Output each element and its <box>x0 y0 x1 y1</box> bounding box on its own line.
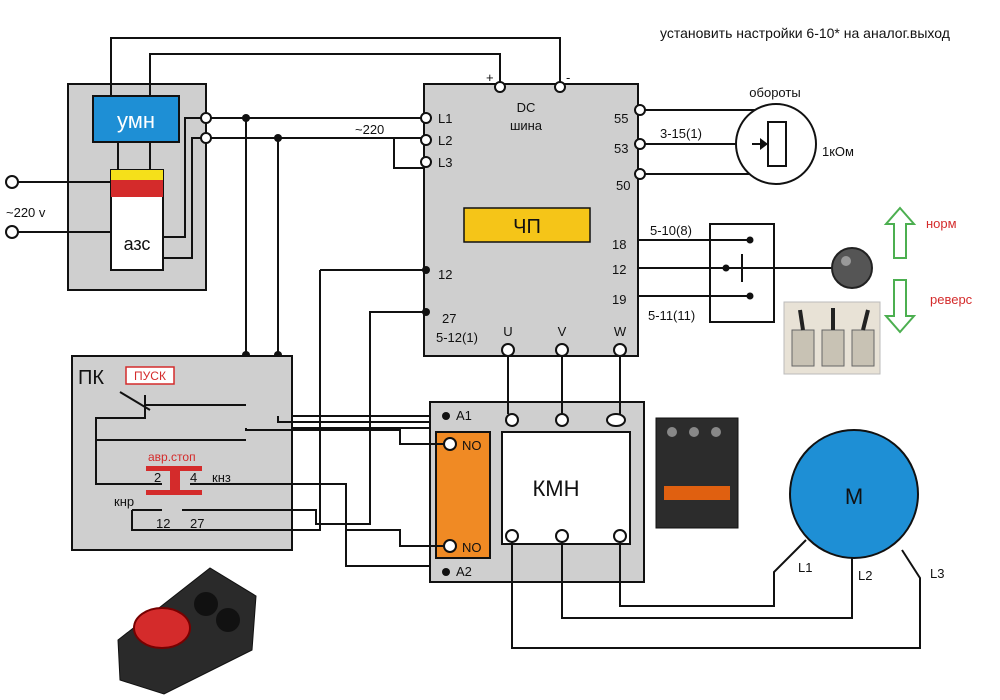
kmn-out-3 <box>613 529 627 543</box>
panel-out-1 <box>200 112 212 124</box>
arrow-down-icon <box>883 279 917 334</box>
forward-label: норм <box>926 216 957 231</box>
terminal-55-label: 55 <box>614 111 628 126</box>
terminal-19-label: 19 <box>612 292 626 307</box>
estop-label: авр.стоп <box>148 450 196 464</box>
no-bottom-terminal <box>443 539 457 553</box>
pk-title: ПК <box>78 367 104 389</box>
dc-plus-terminal <box>494 81 506 93</box>
pk-term-2: 2 <box>154 470 161 485</box>
output-v-label: V <box>558 324 567 339</box>
output-v-terminal <box>555 343 569 357</box>
kmn-a2: A2 <box>456 564 472 579</box>
kmn-in-2 <box>555 413 569 427</box>
terminal-12r-label: 12 <box>612 262 626 277</box>
direction-switch-box <box>709 223 775 323</box>
output-u-terminal <box>501 343 515 357</box>
dc-plus: + <box>486 70 494 85</box>
dc-minus: - <box>566 70 570 85</box>
pk-term-27: 27 <box>190 516 204 531</box>
aux-contact-block <box>435 431 491 559</box>
motor-lead-l3: L3 <box>930 566 944 581</box>
supply-terminal-1 <box>5 175 19 189</box>
terminal-18-label: 18 <box>612 237 626 252</box>
setting-27-label: 5-12(1) <box>436 330 478 345</box>
terminal-l1 <box>420 112 432 124</box>
motor-label: M <box>845 484 863 509</box>
input-12-label: 12 <box>438 267 452 282</box>
chp-label: ЧП <box>513 216 541 238</box>
terminal-l3 <box>420 156 432 168</box>
pushbutton-station-photo <box>117 567 257 695</box>
terminal-53-label: 53 <box>614 141 628 156</box>
chp-label-box <box>463 207 591 243</box>
kmn-in-1 <box>505 413 519 427</box>
azs-red-strip <box>111 180 163 197</box>
output-w-terminal <box>613 343 627 357</box>
potentiometer-resistor <box>767 121 787 167</box>
terminal-50 <box>634 168 646 180</box>
pot-setting: 3-15(1) <box>660 126 702 141</box>
umn-label: умн <box>117 108 155 133</box>
motor-lead-l2: L2 <box>858 568 872 583</box>
dc-minus-terminal <box>554 81 566 93</box>
supply-terminal-2 <box>5 225 19 239</box>
terminal-l2 <box>420 134 432 146</box>
switch-setting-top: 5-10(8) <box>650 223 692 238</box>
kmn-out-2 <box>555 529 569 543</box>
pot-title: обороты <box>749 85 800 100</box>
terminal-55 <box>634 104 646 116</box>
terminal-53 <box>634 138 646 150</box>
pk-button-panel <box>71 355 293 551</box>
no-bottom-label: NO <box>462 540 482 555</box>
kmn-in-3 <box>606 413 626 427</box>
panel-out-2 <box>200 132 212 144</box>
no-top-label: NO <box>462 438 482 453</box>
azs-label: азс <box>124 234 151 254</box>
contactor-photo <box>655 417 739 529</box>
kmn-main-block <box>501 431 631 545</box>
motor-lead-l1: L1 <box>798 560 812 575</box>
pk-term-4: 4 <box>190 470 197 485</box>
switch-knob[interactable] <box>831 247 873 289</box>
pk-knr: кнр <box>114 494 134 509</box>
dc-label: DC <box>517 100 536 115</box>
start-label-box <box>125 366 175 385</box>
terminal-l1-label: L1 <box>438 111 452 126</box>
settings-note: установить настройки 6-10* на аналог.вых… <box>660 25 950 41</box>
pot-value: 1кОм <box>822 144 854 159</box>
pk-term-12: 12 <box>156 516 170 531</box>
terminal-l3-label: L3 <box>438 155 452 170</box>
motor <box>789 429 919 559</box>
output-u-label: U <box>503 324 512 339</box>
arrow-up-icon <box>883 206 917 259</box>
input-27-label: 27 <box>442 311 456 326</box>
umn-block <box>92 95 180 143</box>
kmn-out-1 <box>505 529 519 543</box>
reverse-label: реверс <box>930 292 973 307</box>
dc-bus-label: шина <box>510 118 543 133</box>
output-w-label: W <box>614 324 627 339</box>
terminal-50-label: 50 <box>616 178 630 193</box>
kmn-a1: A1 <box>456 408 472 423</box>
kmn-label: КМН <box>532 476 579 501</box>
azs-yellow-strip <box>111 170 163 180</box>
start-label: ПУСК <box>134 369 166 383</box>
pk-knz: кнз <box>212 470 231 485</box>
mains-label: ~220 <box>355 122 384 137</box>
terminal-l2-label: L2 <box>438 133 452 148</box>
switch-setting-bottom: 5-11(11) <box>648 308 695 323</box>
no-top-terminal <box>443 437 457 451</box>
supply-label: ~220 v <box>6 205 46 220</box>
